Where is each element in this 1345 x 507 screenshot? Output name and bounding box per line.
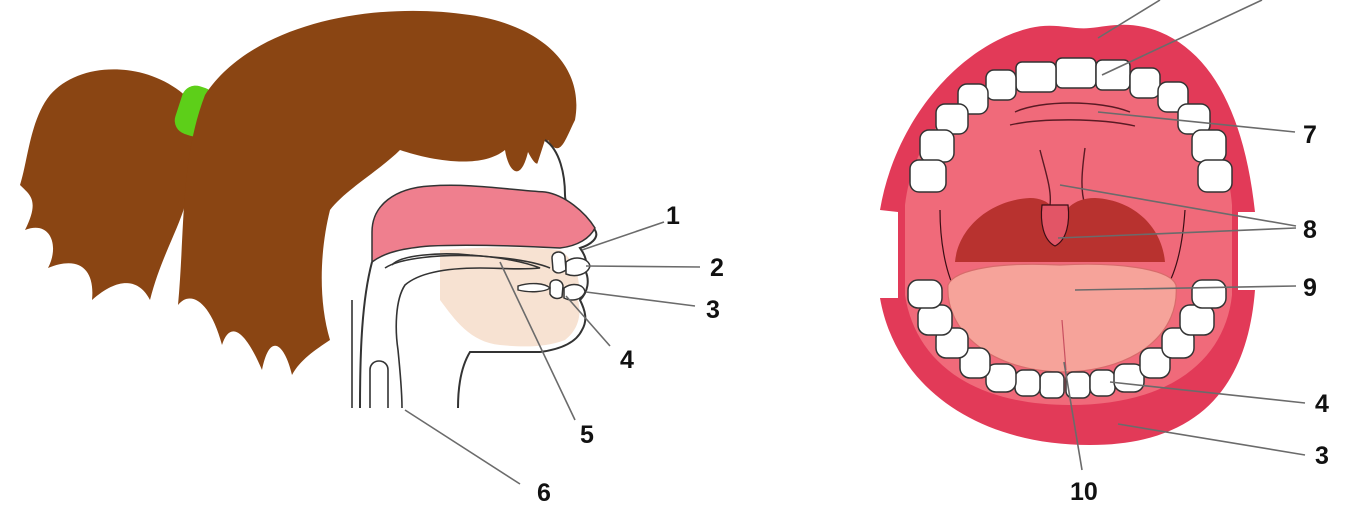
side-label-2: 2 [710,254,724,282]
front-label-7: 7 [1303,121,1317,149]
windpipe [370,361,388,408]
front-label-3: 3 [1315,442,1329,470]
side-label-1: 1 [666,202,680,230]
front-label-8: 8 [1303,216,1317,244]
side-view-head [20,11,596,408]
front-label-4: 4 [1315,390,1329,418]
front-label-10: 10 [1070,478,1098,506]
lower-tooth [550,280,563,299]
upper-tooth [552,252,566,273]
side-label-3: 3 [706,296,720,324]
side-label-6: 6 [537,479,551,507]
ponytail [20,69,195,300]
side-label-4: 4 [620,346,634,374]
side-label-5: 5 [580,421,594,449]
front-label-9: 9 [1303,274,1317,302]
tongue-tip [518,284,550,292]
